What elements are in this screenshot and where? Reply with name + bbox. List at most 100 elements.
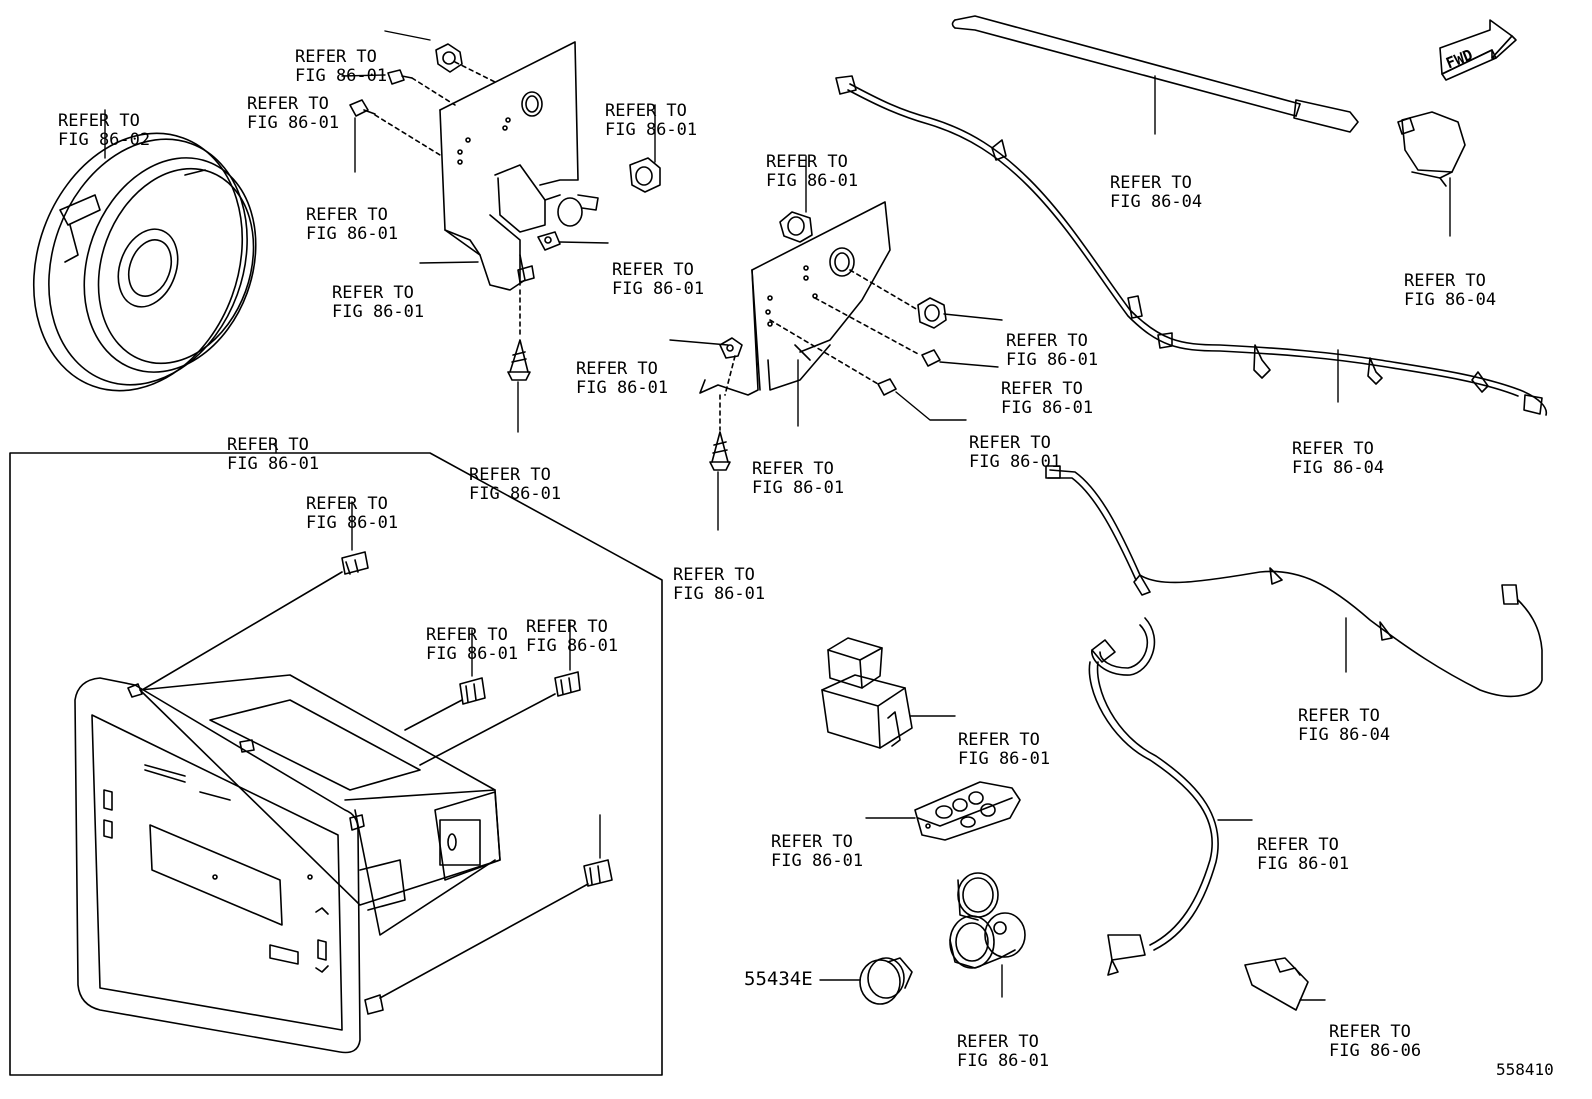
antenna-base <box>1398 112 1465 186</box>
label-line: FIG 86-04 <box>1110 192 1203 212</box>
label-line: REFER TO <box>332 283 414 303</box>
label-line: REFER TO <box>306 494 388 514</box>
label-line: FIG 86-01 <box>766 171 859 191</box>
label-line: FIG 86-01 <box>958 749 1051 769</box>
bracket-right <box>700 202 946 470</box>
label-line: REFER TO <box>612 260 694 280</box>
radio-clips <box>342 552 612 886</box>
part-number-label: 55434E <box>744 968 813 990</box>
label-line: FIG 86-01 <box>612 279 705 299</box>
label-line: REFER TO <box>1110 173 1192 193</box>
label-line: FIG 86-01 <box>605 120 698 140</box>
label-line: FIG 86-01 <box>247 113 340 133</box>
label-line: FIG 86-01 <box>957 1051 1050 1071</box>
wire-harness <box>1089 618 1218 975</box>
label-line: FIG 86-01 <box>332 302 425 322</box>
label-line: FIG 86-01 <box>752 478 845 498</box>
cover-panel <box>1245 958 1308 1010</box>
label-line: REFER TO <box>58 111 140 131</box>
label-line: REFER TO <box>1006 331 1088 351</box>
label-line: FIG 86-01 <box>469 484 562 504</box>
radio-guide-lines <box>142 572 588 998</box>
label-line: FIG 86-01 <box>306 224 399 244</box>
label-line: REFER TO <box>752 459 834 479</box>
antenna-cord-2 <box>1046 466 1542 696</box>
label-line: REFER TO <box>1001 379 1083 399</box>
label-line: FIG 86-01 <box>576 378 669 398</box>
label-line: REFER TO <box>771 832 853 852</box>
label-line: FIG 86-01 <box>295 66 388 86</box>
label-line: FIG 86-04 <box>1292 458 1385 478</box>
label-line: REFER TO <box>605 101 687 121</box>
label-line: REFER TO <box>306 205 388 225</box>
antenna-cord-1 <box>836 76 1546 415</box>
cap-55434E <box>860 958 912 1004</box>
label-line: FIG 86-01 <box>771 851 864 871</box>
label-line: REFER TO <box>957 1032 1039 1052</box>
label-line: FIG 86-06 <box>1329 1041 1422 1061</box>
label-line: FIG 86-01 <box>1001 398 1094 418</box>
fwd-arrow <box>1440 20 1516 80</box>
grommet-1 <box>630 158 660 192</box>
label-line: REFER TO <box>227 435 309 455</box>
label-line: REFER TO <box>1329 1022 1411 1042</box>
label-line: REFER TO <box>958 730 1040 750</box>
radio-unit <box>75 675 500 1053</box>
label-line: REFER TO <box>673 565 755 585</box>
antenna-rod <box>953 16 1359 132</box>
label-line: REFER TO <box>295 47 377 67</box>
label-line: FIG 86-01 <box>227 454 320 474</box>
label-line: FIG 86-01 <box>673 584 766 604</box>
label-line: REFER TO <box>1292 439 1374 459</box>
speaker <box>0 104 285 420</box>
remote-key <box>915 782 1020 840</box>
label-line: FIG 86-01 <box>1006 350 1099 370</box>
label-line: REFER TO <box>247 94 329 114</box>
label-line: REFER TO <box>576 359 658 379</box>
label-line: REFER TO <box>426 625 508 645</box>
label-line: REFER TO <box>1298 706 1380 726</box>
label-line: FIG 86-01 <box>969 452 1062 472</box>
label-line: FIG 86-01 <box>306 513 399 533</box>
label-line: FIG 86-01 <box>1257 854 1350 874</box>
label-line: REFER TO <box>1257 835 1339 855</box>
label-line: FIG 86-01 <box>526 636 619 656</box>
radio-frame <box>10 453 662 1075</box>
label-line: FIG 86-02 <box>58 130 151 150</box>
illustration-number: 558410 <box>1496 1060 1554 1079</box>
label-line: FIG 86-04 <box>1298 725 1391 745</box>
bracket-left <box>440 42 598 290</box>
label-line: REFER TO <box>766 152 848 172</box>
leader-lines <box>105 31 1450 1000</box>
label-line: FIG 86-04 <box>1404 290 1497 310</box>
label-line: REFER TO <box>969 433 1051 453</box>
label-line: REFER TO <box>469 465 551 485</box>
